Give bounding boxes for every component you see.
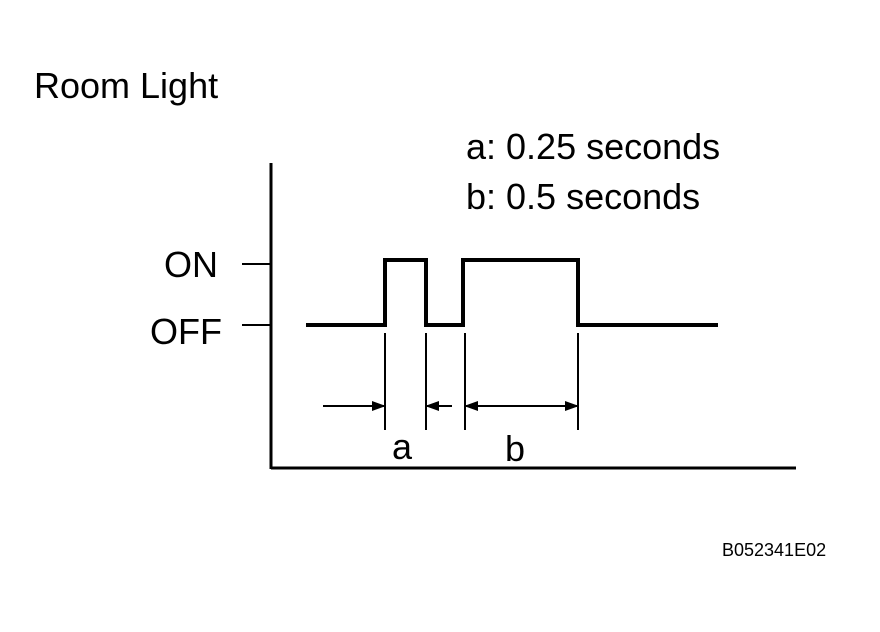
diagram-title: Room Light	[34, 65, 219, 106]
interval-a-label: a	[392, 426, 413, 467]
off-label: OFF	[150, 311, 222, 352]
interval-b-label: b	[505, 428, 525, 469]
figure-code: B052341E02	[722, 540, 827, 560]
on-label: ON	[164, 244, 218, 285]
interval-legend: a: 0.25 seconds b: 0.5 seconds	[466, 122, 720, 222]
light-waveform	[306, 258, 718, 327]
legend-b: b: 0.5 seconds	[466, 176, 701, 217]
legend-a: a: 0.25 seconds	[466, 126, 721, 167]
